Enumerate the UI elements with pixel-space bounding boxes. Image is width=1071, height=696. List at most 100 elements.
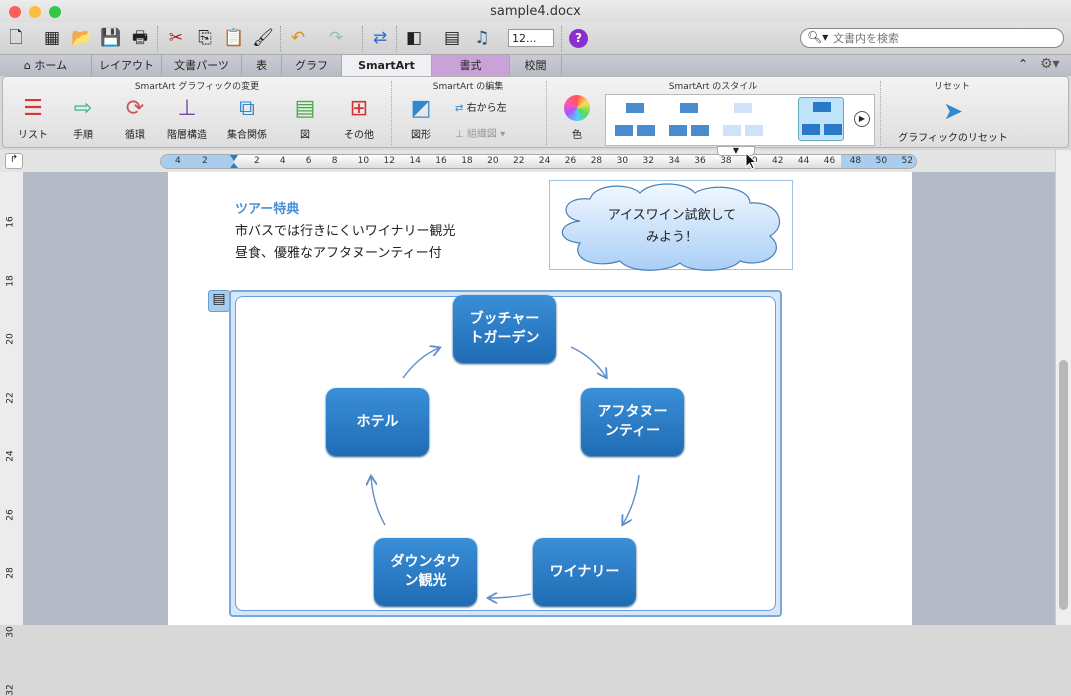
right-to-left-button[interactable]: ⇄ 右から左 <box>455 103 507 114</box>
tab-home[interactable]: ⌂ ホーム <box>0 55 92 76</box>
tab-chart[interactable]: グラフ <box>282 55 342 76</box>
ruler-number: 12 <box>383 156 395 166</box>
smartart-node-4[interactable]: ダウンタウ ン観光 <box>374 538 477 606</box>
smartart-node-3[interactable]: ワイナリー <box>533 538 636 606</box>
ruler-number: 36 <box>694 156 706 166</box>
cloud-outline <box>561 183 781 271</box>
copy-icon[interactable]: ⎘ <box>198 28 212 48</box>
paste-icon[interactable]: 📋 <box>223 28 245 48</box>
zoom-select[interactable]: 12... <box>508 29 554 47</box>
style-thumb-1[interactable] <box>612 99 658 143</box>
tab-smartart[interactable]: SmartArt <box>342 55 432 76</box>
ruler-number: 6 <box>305 156 312 166</box>
matrix-icon: ▤ <box>294 96 316 121</box>
smartart-node-5[interactable]: ホテル <box>326 388 429 456</box>
shape-button[interactable]: ◩図形 <box>395 95 447 145</box>
ribbon: SmartArt グラフィックの変更 ☰リスト ⇨手順 ⟳循環 ⊥階層構造 ⧉集… <box>2 76 1069 148</box>
layout-other-button[interactable]: ⊞その他 <box>333 95 385 145</box>
doc-line-2: 昼食、優雅なアフタヌーンティー付 <box>235 246 442 261</box>
smartart-node-1[interactable]: ブッチャー トガーデン <box>453 295 556 363</box>
group-title-style: SmartArt のスタイル <box>668 82 758 92</box>
media-browser-icon[interactable]: ♫ <box>474 28 490 48</box>
gear-icon[interactable]: ⚙▾ <box>1040 56 1060 72</box>
tab-format[interactable]: 書式 <box>432 55 510 76</box>
paragraph-marks-icon[interactable]: ⇄ <box>372 28 388 48</box>
layout-list-button[interactable]: ☰リスト <box>7 95 59 145</box>
gallery-next-icon[interactable]: ▶ <box>854 111 870 127</box>
ruler-number: 26 <box>564 156 577 166</box>
search-field[interactable]: 🔍︎▾ <box>800 28 1064 48</box>
style-thumb-4-selected[interactable] <box>798 97 844 141</box>
save-icon[interactable]: 💾 <box>100 28 122 48</box>
ruler-number: 28 <box>590 156 603 166</box>
vertical-scrollbar[interactable] <box>1055 150 1071 625</box>
ruler-number: 30 <box>5 625 16 638</box>
layout-cycle-button[interactable]: ⟳循環 <box>109 95 161 145</box>
open-icon[interactable]: 📂 <box>71 28 93 48</box>
zoom-button[interactable] <box>49 6 61 18</box>
print-icon[interactable]: 🖶 <box>131 28 149 48</box>
style-thumb-3[interactable] <box>720 99 766 143</box>
ruler-number: 30 <box>616 156 629 166</box>
redo-icon[interactable]: ↷ <box>328 28 344 48</box>
ruler-number: 18 <box>461 156 473 166</box>
cloud-text: アイスワイン試飲して みよう！ <box>607 208 737 245</box>
reset-graphic-button[interactable]: ➤グラフィックのリセット <box>888 97 1018 144</box>
doc-line-1: 市バスでは行きにくいワイナリー観光 <box>235 224 456 239</box>
sidebar-icon[interactable]: ◧ <box>405 28 423 48</box>
ruler-number: 20 <box>5 333 16 345</box>
ruler-number: 2 <box>254 156 260 166</box>
ruler-number: 8 <box>331 156 338 166</box>
layout-hierarchy-button[interactable]: ⊥階層構造 <box>161 95 213 145</box>
ruler-number: 22 <box>5 391 16 404</box>
ruler-number: 38 <box>720 156 732 166</box>
group-title-change: SmartArt グラフィックの変更 <box>134 82 260 92</box>
minimize-button[interactable] <box>29 6 41 18</box>
cycle-arrows <box>231 292 640 619</box>
horizontal-ruler[interactable]: 4224681012141618202224262830323436384042… <box>160 154 917 169</box>
arrow-3 <box>489 594 532 598</box>
scrollbar-thumb[interactable] <box>1059 360 1068 610</box>
format-painter-icon[interactable]: 🖌 <box>252 28 274 48</box>
search-input[interactable] <box>833 30 1058 46</box>
help-icon[interactable]: ? <box>569 29 588 48</box>
list-icon: ☰ <box>23 96 43 121</box>
ruler-number: 20 <box>487 156 499 166</box>
process-icon: ⇨ <box>73 96 93 121</box>
toolbox-icon[interactable]: ▤ <box>443 28 461 48</box>
collapse-ribbon-icon[interactable]: ⌃ <box>1018 57 1029 71</box>
ruler-number: 18 <box>5 274 16 287</box>
arrow-5 <box>402 348 439 379</box>
tab-layout[interactable]: レイアウト <box>92 55 162 76</box>
layout-process-button[interactable]: ⇨手順 <box>57 95 109 145</box>
relationship-icon: ⧉ <box>239 96 255 121</box>
style-gallery: ▶ <box>605 94 875 146</box>
indent-marker-icon[interactable] <box>229 155 239 169</box>
ruler-number: 32 <box>5 684 16 696</box>
layout-relationship-button[interactable]: ⧉集合関係 <box>221 95 273 145</box>
new-document-icon[interactable]: 🗋 <box>9 28 23 48</box>
color-button[interactable]: 色 <box>551 95 603 145</box>
tab-stop-selector[interactable]: ↱ <box>5 153 23 169</box>
swap-icon: ⇄ <box>455 103 464 114</box>
ruler-number: 28 <box>5 567 16 579</box>
ruler-number: 46 <box>823 156 836 166</box>
cut-icon[interactable]: ✂ <box>168 28 184 48</box>
org-chart-button[interactable]: ⊥ 組織図 ▾ <box>455 129 506 140</box>
tab-document-parts[interactable]: 文書パーツ <box>162 55 242 76</box>
undo-icon[interactable]: ↶ <box>290 28 306 48</box>
layout-matrix-button[interactable]: ▤図 <box>279 95 331 145</box>
ruler-number: 2 <box>202 156 208 166</box>
gallery-icon[interactable]: ▦ <box>43 28 61 48</box>
gallery-expand-button[interactable]: ▼ <box>717 146 755 156</box>
ruler-number: 24 <box>538 156 551 166</box>
ribbon-tabs: ⌂ ホーム レイアウト 文書パーツ 表 グラフ SmartArt 書式 校閲 ⌃… <box>0 55 1071 76</box>
tab-review[interactable]: 校閲 <box>510 55 562 76</box>
close-button[interactable] <box>9 6 21 18</box>
style-thumb-2[interactable] <box>666 99 712 143</box>
tab-table[interactable]: 表 <box>242 55 282 76</box>
cloud-shape[interactable]: アイスワイン試飲して みよう！ <box>549 180 793 271</box>
smartart-node-2[interactable]: アフタヌー ンティー <box>581 388 684 456</box>
text-pane-toggle-icon[interactable]: ▤ <box>208 290 230 312</box>
